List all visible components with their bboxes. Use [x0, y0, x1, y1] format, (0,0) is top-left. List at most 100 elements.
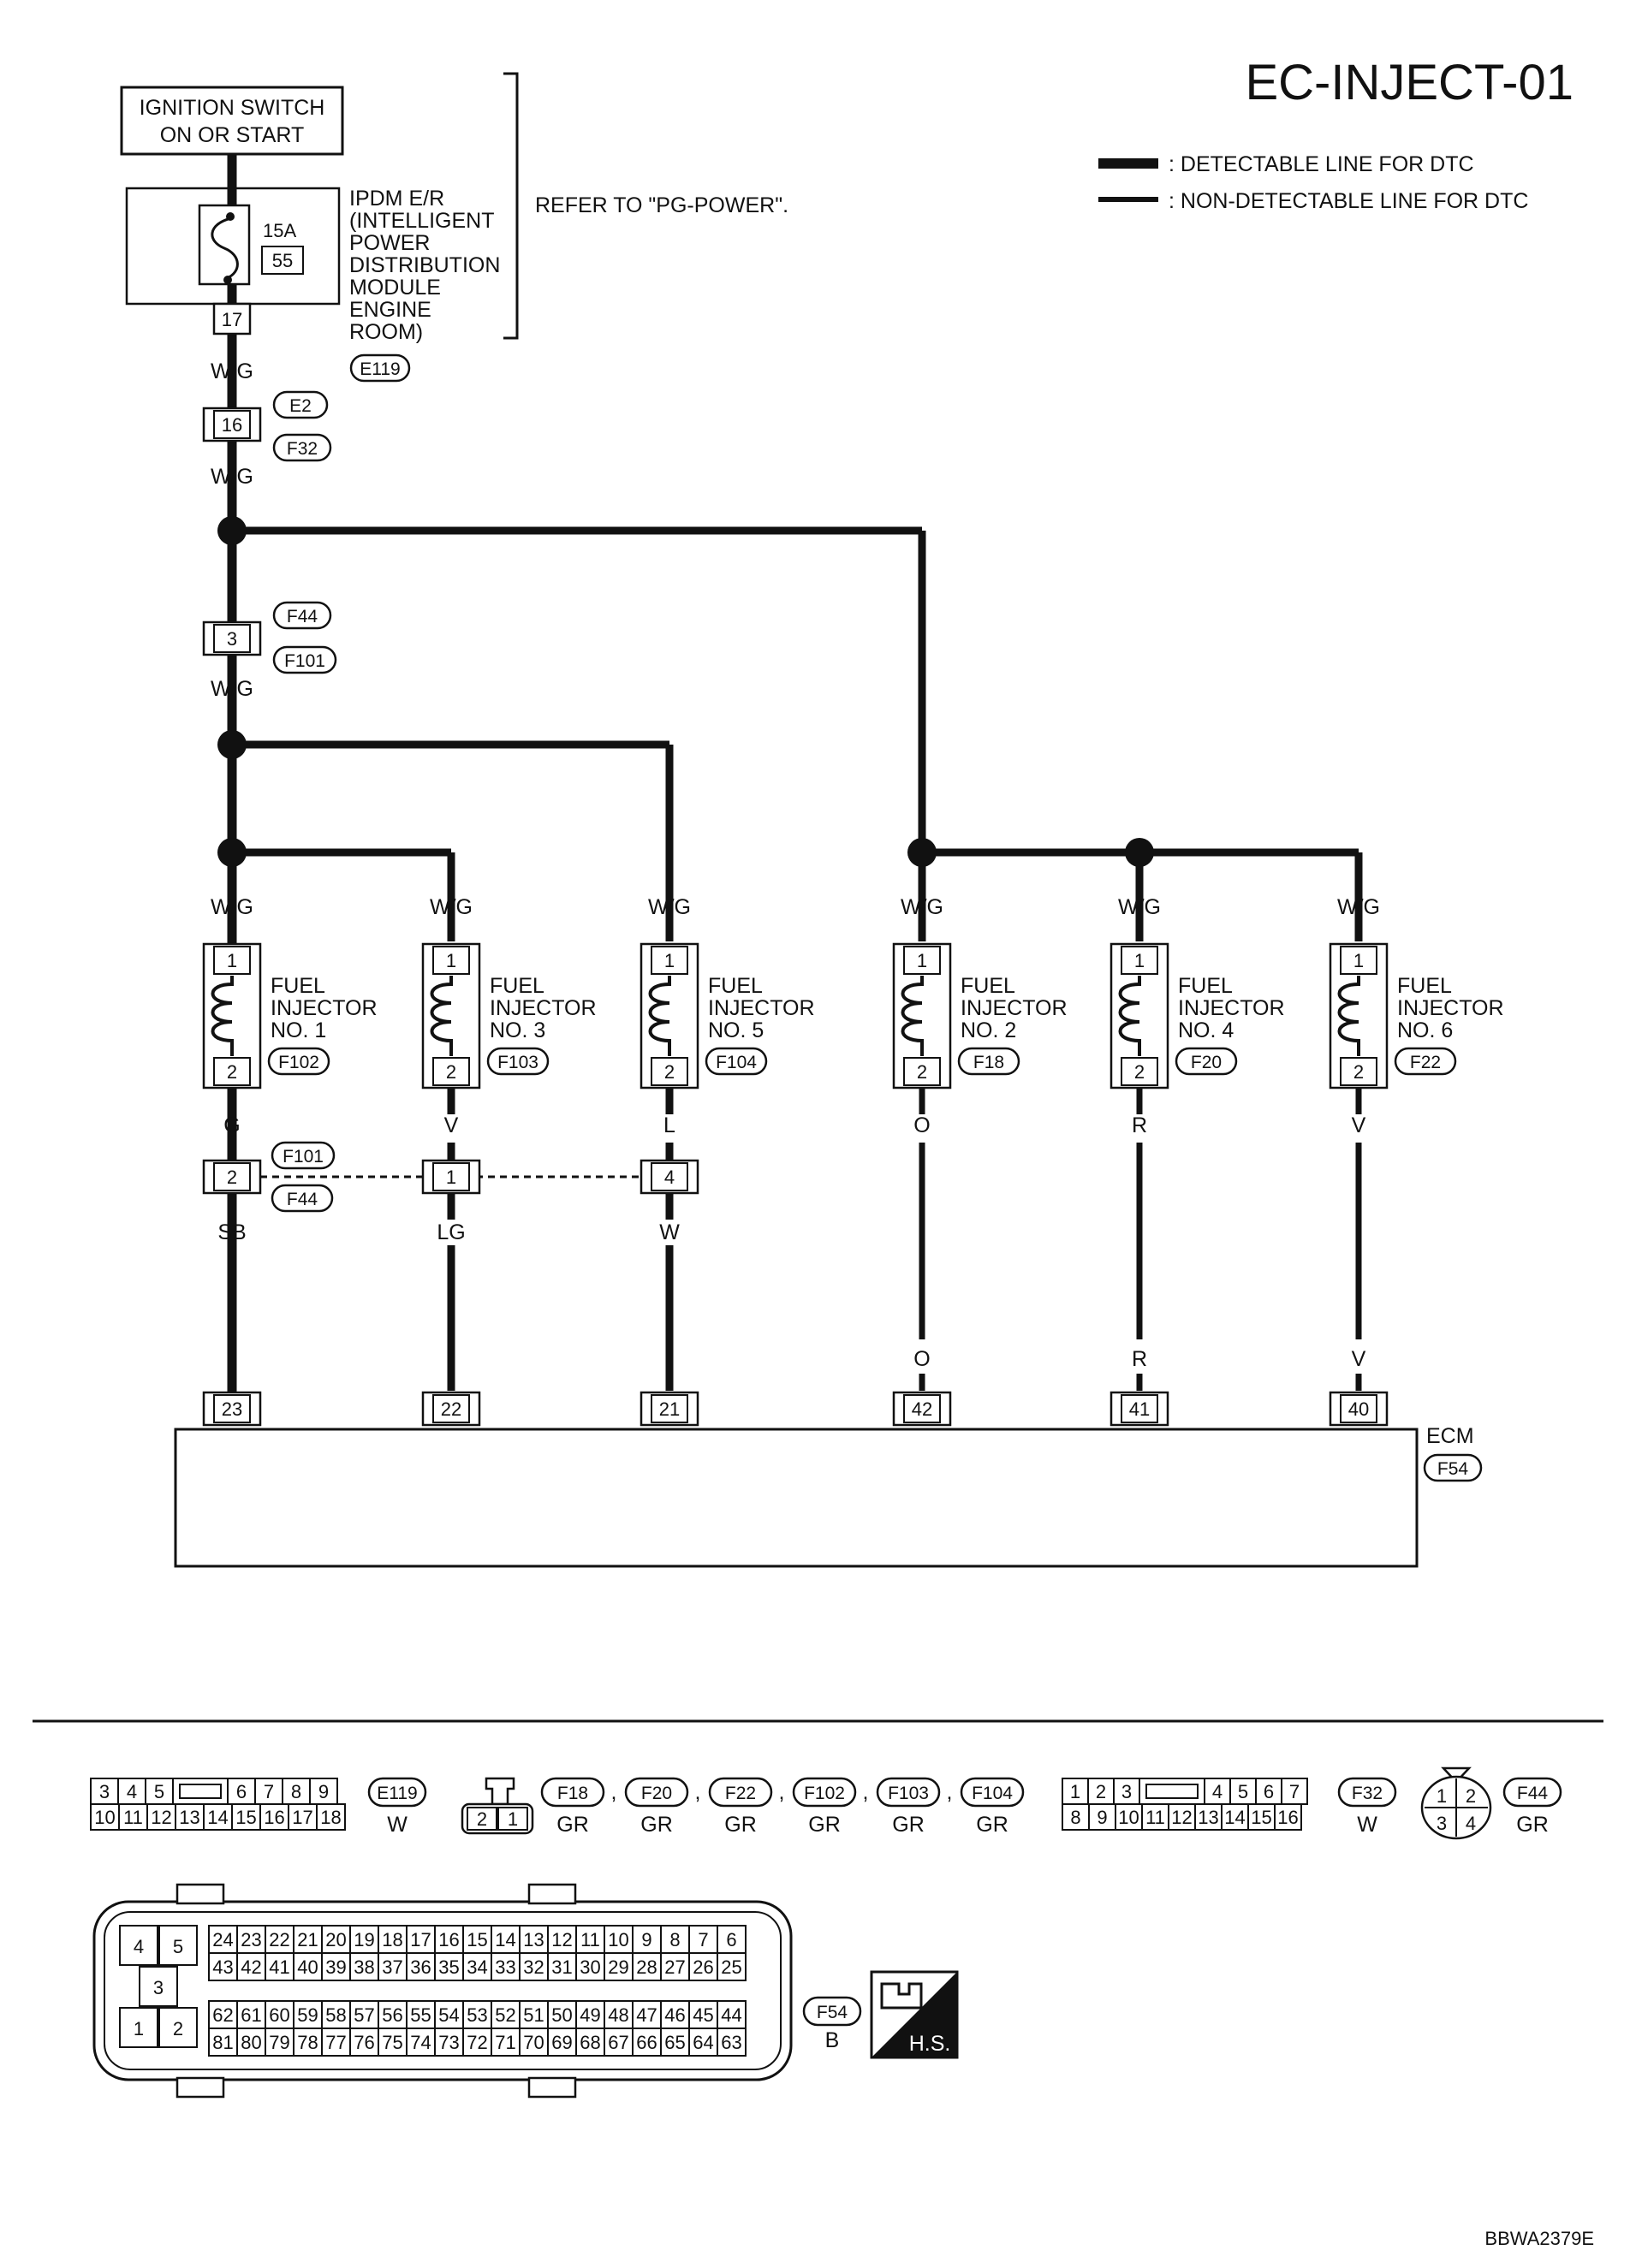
f54-pin: 67	[608, 2032, 628, 2053]
ecm-wire-color-label: V	[1352, 1347, 1366, 1371]
injector-pin2: 2	[1353, 1061, 1364, 1083]
injector-view-separator: ,	[779, 1780, 785, 1804]
f44-pin: 2	[1466, 1785, 1476, 1807]
legend-thin-swatch	[1098, 197, 1158, 202]
f32-row2-cell: 15	[1251, 1807, 1271, 1828]
injector-pin1: 1	[1353, 950, 1364, 971]
injector-view-id: F18	[557, 1784, 588, 1803]
ecm-label: ECM	[1426, 1424, 1474, 1448]
e119-row2-cell: 18	[320, 1807, 341, 1828]
f54-pin: 17	[410, 1929, 431, 1950]
f54-pin: 20	[325, 1929, 346, 1950]
f44-color: GR	[1516, 1813, 1549, 1837]
ecm-wire-color-label: SB	[217, 1220, 246, 1244]
e119-row2-cell: 12	[151, 1807, 171, 1828]
injector-pin1: 1	[664, 950, 675, 971]
f54-pin: 36	[410, 1956, 431, 1978]
injector-label-fuel: FUEL	[1397, 974, 1452, 998]
f54-pin: 47	[636, 2004, 657, 2026]
wire-color-wg-3: W/G	[211, 677, 253, 701]
joint-connector-3-id-a: F44	[287, 607, 318, 626]
injector-coil-icon	[901, 976, 924, 1056]
injector-wire-in-label: W/G	[430, 895, 473, 919]
f54-pin: 41	[269, 1956, 289, 1978]
f54-pin: 50	[551, 2004, 572, 2026]
f54-pin: 39	[325, 1956, 346, 1978]
ecm-pin-6: 40	[1329, 1391, 1389, 1427]
hs-badge-label: H.S.	[909, 2032, 951, 2056]
injector-coil-icon	[430, 976, 453, 1056]
injector-wire-out-label: G	[223, 1113, 240, 1137]
f54-pin: 42	[241, 1956, 261, 1978]
injector-connector-id: F20	[1191, 1053, 1222, 1072]
f54-pin: 24	[212, 1929, 233, 1950]
f54-pin: 61	[241, 2004, 261, 2026]
e119-row2-cell: 16	[264, 1807, 284, 1828]
injector-pin1: 1	[1134, 950, 1145, 971]
e119-row2-cell: 13	[179, 1807, 199, 1828]
ecm-pin-5-number: 41	[1129, 1398, 1150, 1420]
injector-view-color: GR	[976, 1813, 1008, 1837]
injector-label-fuel: FUEL	[490, 974, 544, 998]
joint-connector-16: 16 E2 F32	[202, 390, 332, 462]
ipdm-label-7: ROOM)	[349, 320, 423, 344]
injector-label-injector: INJECTOR	[271, 996, 378, 1020]
injector-label-injector: INJECTOR	[961, 996, 1068, 1020]
ecm-connector-id: F54	[1437, 1459, 1469, 1479]
f32-row1-cell: 4	[1212, 1781, 1223, 1802]
joint-connector-3-pin: 3	[227, 628, 237, 650]
ecm-pin-5: 41	[1110, 1391, 1169, 1427]
ipdm-label-3: POWER	[349, 231, 430, 255]
injector-view-color: GR	[892, 1813, 925, 1837]
joint-connector-16-id-a: E2	[289, 396, 312, 416]
injector-number-label: NO. 5	[708, 1018, 764, 1042]
fuse-icon	[211, 217, 239, 280]
f54-pin: 30	[580, 1956, 600, 1978]
f54-pin: 35	[438, 1956, 459, 1978]
f54-pin: 53	[467, 2004, 487, 2026]
injector-pin2: 2	[664, 1061, 675, 1083]
ecm-wire-color-label: W	[659, 1220, 680, 1244]
ecm-pin-6-number: 40	[1348, 1398, 1369, 1420]
f32-row2-cell: 16	[1277, 1807, 1298, 1828]
injector-connector-id: F102	[278, 1053, 319, 1072]
injector-pin1: 1	[227, 950, 237, 971]
f54-pin: 22	[269, 1929, 289, 1950]
injector-wire-in-label: W/G	[901, 895, 943, 919]
ignition-switch-line2: ON OR START	[160, 123, 305, 147]
legend-thick-swatch	[1098, 158, 1158, 169]
injector-coil-icon	[648, 976, 671, 1056]
f54-pin: 80	[241, 2032, 261, 2053]
injector-pin2: 2	[446, 1061, 456, 1083]
e119-row1-cell: 5	[154, 1781, 164, 1802]
e119-row1-cell: 6	[236, 1781, 247, 1802]
f54-pin: 29	[608, 1956, 628, 1978]
ignition-switch-line1: IGNITION SWITCH	[140, 96, 325, 120]
ecm-pin-1: 23	[202, 1391, 262, 1427]
f44-pin: 3	[1437, 1813, 1447, 1834]
f54-power-pin: 1	[134, 2018, 144, 2039]
f44-pin: 1	[1437, 1785, 1447, 1807]
injector-number-label: NO. 6	[1397, 1018, 1453, 1042]
f54-power-pin: 3	[153, 1977, 164, 1998]
f54-pin: 55	[410, 2004, 431, 2026]
ipdm-label-4: DISTRIBUTION	[349, 253, 500, 277]
f32-row2-cell: 13	[1198, 1807, 1218, 1828]
f54-pin: 40	[297, 1956, 318, 1978]
f54-pin: 16	[438, 1929, 459, 1950]
e119-row1-cell: 3	[99, 1781, 110, 1802]
ecm-block: ECM F54	[174, 1424, 1483, 1568]
f54-color: B	[825, 2028, 840, 2052]
ipdm-label-6: ENGINE	[349, 298, 431, 322]
f32-connector-id: F32	[1352, 1784, 1383, 1803]
f54-pin: 33	[495, 1956, 515, 1978]
f32-color: W	[1357, 1813, 1377, 1837]
